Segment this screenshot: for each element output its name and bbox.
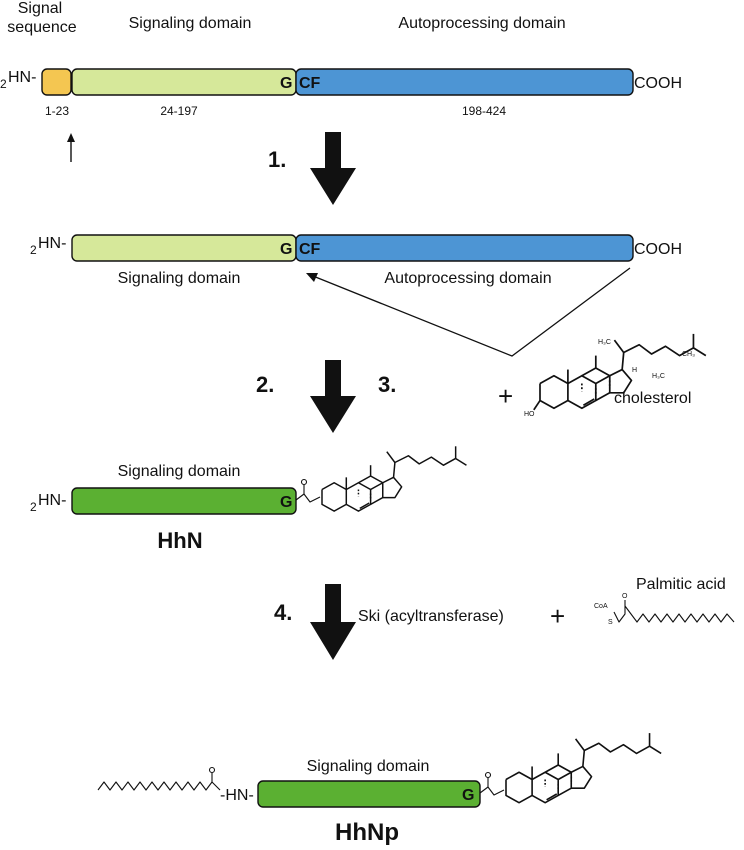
row2-signaling-domain-label: Signaling domain: [118, 270, 241, 287]
step-4-label: 4.: [274, 600, 292, 625]
hhn-name: HhN: [157, 528, 202, 553]
signaling-domain-header: Signaling domain: [129, 15, 252, 32]
signal-cleavage-arrow: [67, 133, 75, 162]
signal-sequence-bar: [41, 68, 72, 96]
cholesterol-structure: [533, 333, 707, 411]
hhn-n-terminus-label: HN-: [38, 492, 66, 509]
step-4-arrow: [310, 584, 356, 660]
row2-autoprocessing-domain-label: Autoprocessing domain: [384, 270, 551, 287]
cholesterol-h3c-a: H₃C: [598, 339, 611, 346]
palmitic-plus: +: [550, 601, 565, 631]
c-terminus-label: COOH: [634, 75, 682, 92]
coa-label: CoA: [594, 603, 608, 610]
signaling-domain-bar: [71, 68, 297, 96]
step-3-label: 3.: [378, 372, 396, 397]
range-signal-sequence: 1-23: [45, 104, 69, 118]
glycine-residue-label: G: [280, 75, 292, 92]
step-2-label: 2.: [256, 372, 274, 397]
step-1-label: 1.: [268, 147, 286, 172]
cholesterol-plus: +: [498, 381, 513, 411]
autoprocessing-domain-bar: [295, 68, 634, 96]
cholesterol-h: H: [632, 367, 637, 374]
thioester-s-label: S: [608, 619, 613, 626]
autoprocessing-domain-header: Autoprocessing domain: [398, 15, 565, 32]
cholesterol-label: cholesterol: [614, 390, 691, 407]
row2-autoprocessing-domain-bar: [295, 234, 634, 262]
hhnp-cholesterol-ester: [479, 732, 662, 804]
cholesterol-transfer-arrow: [306, 267, 631, 357]
palmitic-acid-label: Palmitic acid: [636, 576, 726, 593]
cf-residue-label: CF: [299, 75, 321, 92]
signal-sequence-label-line2: sequence: [7, 19, 76, 36]
cholesterol-ho-label: HO: [524, 411, 535, 418]
hhn-signaling-domain-bar: [71, 487, 297, 515]
ski-acyltransferase-label: Ski (acyltransferase): [358, 608, 504, 625]
hhnp-signaling-domain-bar: [257, 780, 481, 808]
hhnp-name: HhNp: [335, 819, 399, 846]
hhnp-amide-label: -HN-: [220, 787, 254, 804]
row2-c-terminus-label: COOH: [634, 241, 682, 258]
hhn-glycine-label: G: [280, 494, 292, 511]
signal-sequence-label-line1: Signal: [18, 0, 62, 17]
step-2-arrow: [310, 360, 356, 433]
row2-signaling-domain-bar: [71, 234, 297, 262]
range-autoprocessing-domain: 198-424: [462, 104, 506, 118]
hhn-n-terminus-subscript: 2: [30, 500, 37, 514]
range-signaling-domain: 24-197: [160, 104, 198, 118]
hhn-cholesterol-ester: [295, 445, 468, 512]
hhnp-signaling-domain-label: Signaling domain: [307, 758, 430, 775]
palmitoyl-coa-structure: [613, 600, 735, 623]
row2-n-terminus-subscript: 2: [30, 243, 37, 257]
n-terminus-subscript: 2: [0, 77, 7, 91]
row2-glycine-label: G: [280, 241, 292, 258]
row2-n-terminus-label: HN-: [38, 235, 66, 252]
cholesterol-h3c-b: H₃C: [652, 373, 665, 380]
hhn-signaling-domain-label: Signaling domain: [118, 463, 241, 480]
hhnp-palmitoyl-chain: [97, 766, 221, 791]
hhnp-glycine-label: G: [462, 787, 474, 804]
step-1-arrow: [310, 132, 356, 205]
cholesterol-ch3: CH₃: [682, 351, 695, 358]
row2-cf-label: CF: [299, 241, 321, 258]
n-terminus-label: HN-: [8, 69, 36, 86]
thioester-o-label: O: [622, 593, 628, 600]
